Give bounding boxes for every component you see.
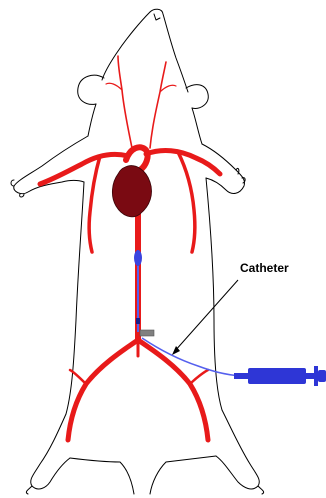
- catheter-arrow: [172, 280, 238, 355]
- carotid-left: [118, 56, 132, 148]
- carotid-right: [150, 62, 166, 148]
- arterial-system: [40, 56, 220, 440]
- iliac-left: [68, 340, 138, 440]
- catheter-label: Catheter: [240, 261, 289, 275]
- heart: [112, 166, 151, 217]
- clamp: [140, 330, 154, 336]
- catheter-tube: [142, 338, 246, 376]
- syringe-icon: [234, 366, 326, 386]
- catheter-balloon: [134, 250, 142, 266]
